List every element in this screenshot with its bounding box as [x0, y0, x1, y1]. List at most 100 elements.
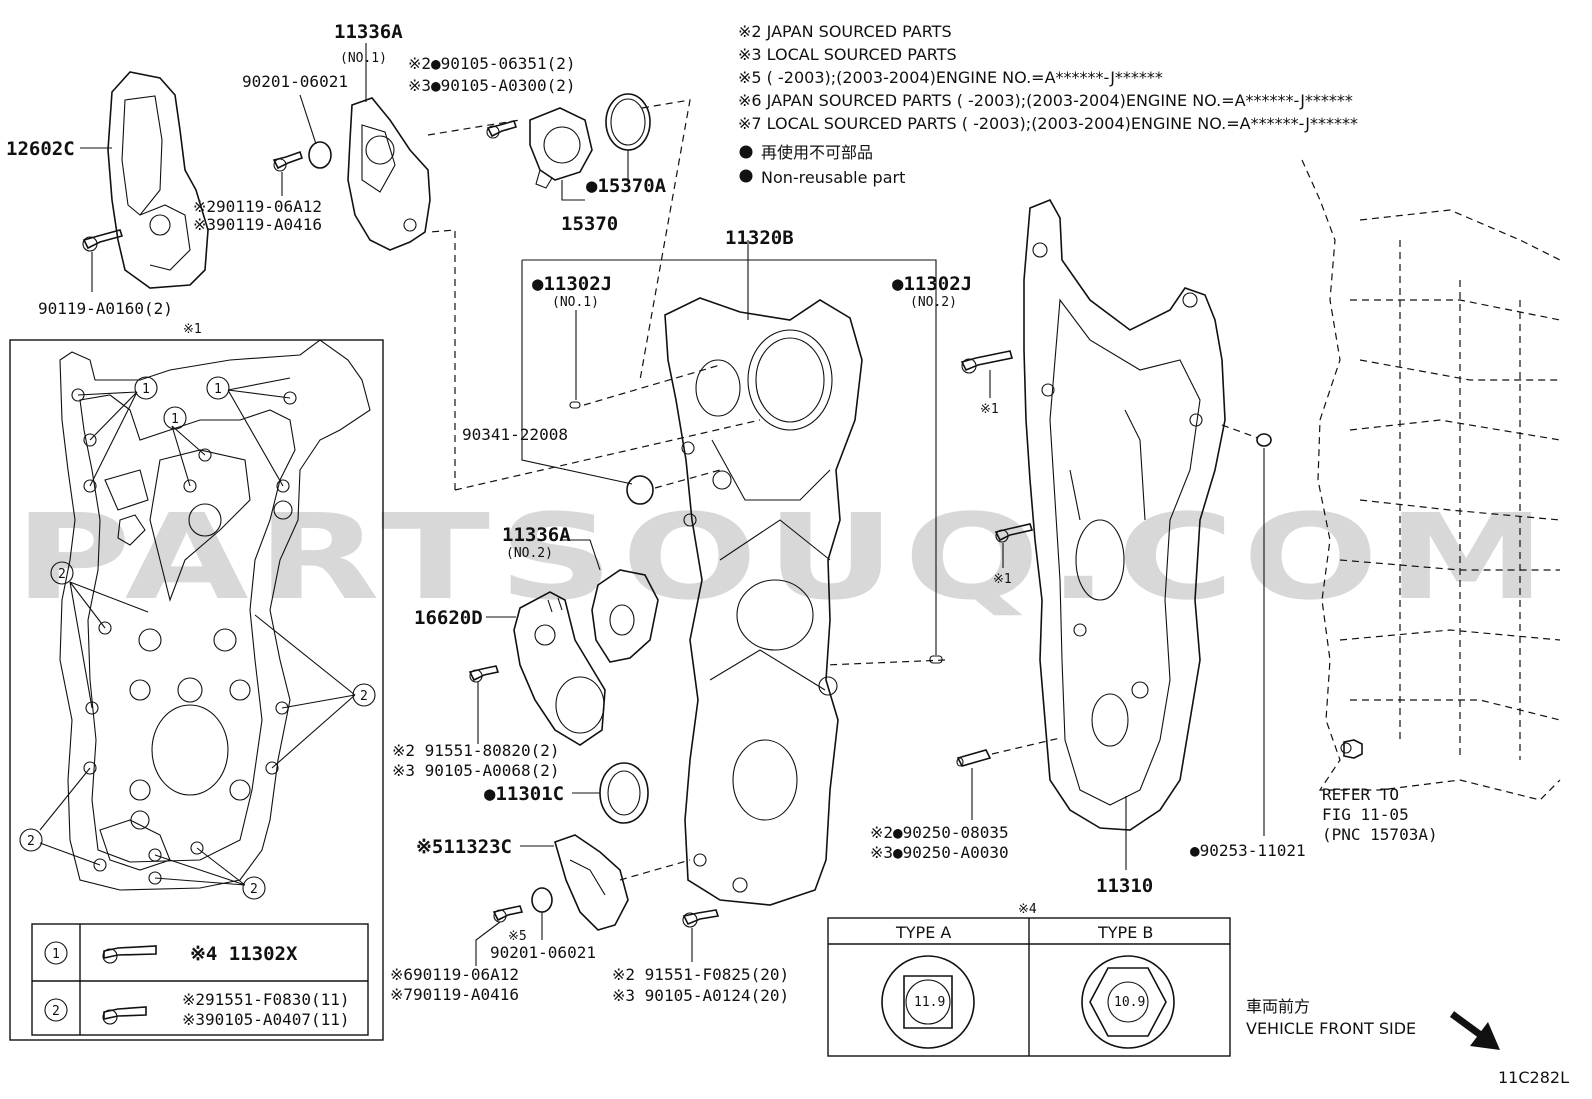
- gasket-bolt-map-box: [9, 339, 384, 1041]
- label-90119-a0416-top: ※390119-A0416: [193, 215, 322, 234]
- part-12602c-cover[interactable]: [107, 71, 209, 289]
- bolt-90119-06a12-top[interactable]: [272, 150, 304, 172]
- oil-seal-11301c[interactable]: [599, 762, 649, 824]
- type-b-label: TYPE B: [1097, 923, 1153, 942]
- legend-note-3: ※3 LOCAL SOURCED PARTS: [738, 45, 957, 64]
- label-11336a-no1: 11336A: [334, 21, 403, 43]
- gasket-bolt-holes: [71, 388, 297, 885]
- label-12602c: 12602C: [6, 138, 75, 160]
- bolt-table-row1-num: 1: [52, 947, 60, 962]
- bolt-table-row2-b: ※390105-A0407(11): [182, 1010, 350, 1029]
- label-no1: (NO.1): [340, 51, 387, 66]
- label-11323c: ※511323C: [416, 836, 512, 858]
- label-90201-06021-top: 90201-06021: [242, 72, 348, 91]
- label-90201-06021-bottom: 90201-06021: [490, 943, 596, 962]
- bolt-11302x-icon: [102, 945, 157, 964]
- dowel-11302j-no2[interactable]: [929, 655, 943, 664]
- label-11302j-no2-sub: (NO.2): [910, 295, 957, 310]
- label-11336a-no2: 11336A: [502, 524, 571, 546]
- label-11302j-no1-sub: (NO.1): [552, 295, 599, 310]
- refer-line1: REFER TO: [1322, 785, 1399, 804]
- type-a-value: 11.9: [914, 995, 945, 1010]
- label-90341-22008: 90341-22008: [462, 425, 568, 444]
- label-11302j-no1: ●11302J: [532, 273, 612, 295]
- nonreusable-dot-icon: [739, 169, 753, 183]
- type-box: TYPE A TYPE B 11.9 10.9: [827, 917, 1231, 1057]
- legend-note-7: ※7 LOCAL SOURCED PARTS ( -2003);(2003-20…: [738, 114, 1358, 133]
- bolt-90105-06351[interactable]: [486, 120, 518, 139]
- gasket-outline: [59, 339, 371, 891]
- label-16620d: 16620D: [414, 607, 483, 629]
- part-11336a-no1[interactable]: [347, 97, 431, 251]
- label-no2: (NO.2): [506, 546, 553, 561]
- part-15370[interactable]: [529, 107, 593, 189]
- pin-90250[interactable]: [956, 749, 992, 767]
- plug-90341-22008[interactable]: [626, 475, 654, 505]
- legend-note-2: ※2 JAPAN SOURCED PARTS: [738, 22, 952, 41]
- note-star1-b: ※1: [993, 572, 1012, 587]
- note-star1-top: ※1: [183, 322, 202, 337]
- bolt-91551-f0825[interactable]: [682, 909, 720, 928]
- engine-block-reference: [1301, 159, 1561, 801]
- gasket-callouts: 1 1 1 2 2 2 2: [19, 376, 376, 900]
- vehicle-front-arrow-icon: [1449, 1011, 1500, 1050]
- callout-1: 1: [171, 412, 179, 427]
- note-star4: ※4: [1018, 902, 1037, 917]
- plug-90201-06021[interactable]: [308, 141, 332, 169]
- label-15370a: ●15370A: [586, 175, 667, 197]
- bolt-90119-06a12-bottom[interactable]: [492, 905, 524, 923]
- nonreusable-dot-icon: [739, 145, 753, 159]
- type-a-label: TYPE A: [895, 923, 951, 942]
- note-star1-a: ※1: [980, 402, 999, 417]
- bolt-star1-upper[interactable]: [960, 350, 1014, 374]
- label-11301c: ●11301C: [484, 783, 564, 805]
- watermark: PARTSOUQ.COM: [14, 488, 1554, 626]
- label-90119-a0416-bottom: ※790119-A0416: [390, 985, 519, 1004]
- bolt-91551-f0830-icon: [102, 1006, 147, 1025]
- label-90119-a0160: 90119-A0160(2): [38, 299, 173, 318]
- front-label-en: VEHICLE FRONT SIDE: [1246, 1019, 1416, 1038]
- label-11302j-no2: ●11302J: [892, 273, 972, 295]
- bolt-table-row2-a: ※291551-F0830(11): [182, 990, 350, 1009]
- label-91551-80820: ※2 91551-80820(2): [392, 741, 560, 760]
- label-90250-a0030: ※3●90250-A0030: [870, 843, 1009, 862]
- part-11336a-no2[interactable]: [591, 569, 659, 663]
- callout-2: 2: [360, 689, 368, 704]
- plug-90253-11021[interactable]: [1256, 433, 1272, 447]
- figure-code: 11C282L: [1498, 1068, 1569, 1087]
- type-b-value: 10.9: [1114, 995, 1145, 1010]
- part-16620d-tensioner[interactable]: [513, 591, 606, 746]
- refer-line3: (PNC 15703A): [1322, 825, 1438, 844]
- note-star5: ※5: [508, 929, 527, 944]
- callout-2: 2: [250, 882, 258, 897]
- legend-note-5: ※5 ( -2003);(2003-2004)ENGINE NO.=A*****…: [738, 68, 1163, 87]
- bolt-90119-a0160[interactable]: [82, 229, 124, 252]
- bolt-star1-lower[interactable]: [994, 523, 1034, 543]
- bolt-table-row1-part: ※4 11302X: [190, 943, 298, 965]
- part-11323c-guide[interactable]: [554, 834, 629, 931]
- callout-1: 1: [214, 382, 222, 397]
- legend: ※2 JAPAN SOURCED PARTS ※3 LOCAL SOURCED …: [738, 22, 1358, 187]
- label-11310: 11310: [1096, 875, 1153, 897]
- part-11310-chain-cover[interactable]: [1023, 198, 1226, 831]
- label-90105-a0124: ※3 90105-A0124(20): [612, 986, 789, 1005]
- legend-nonreusable-en: Non-reusable part: [761, 168, 905, 187]
- callout-2: 2: [58, 567, 66, 582]
- label-bolt-top-b: ※3●90105-A0300(2): [408, 76, 576, 95]
- bolt-table: 1 2 ※4 11302X ※291551-F0830(11) ※390105-…: [31, 923, 369, 1036]
- label-91551-f0825: ※2 91551-F0825(20): [612, 965, 789, 984]
- type-b-plug-icon: [1081, 955, 1175, 1049]
- o-ring-15370a[interactable]: [605, 93, 651, 151]
- part-11320b-timing-cover[interactable]: [664, 297, 863, 906]
- label-90105-a0068: ※3 90105-A0068(2): [392, 761, 560, 780]
- type-a-plug-icon: [881, 955, 975, 1049]
- refer-line2: FIG 11-05: [1322, 805, 1409, 824]
- label-90250-08035: ※2●90250-08035: [870, 823, 1009, 842]
- callout-2: 2: [27, 834, 35, 849]
- plug-90201-06021-bottom[interactable]: [531, 887, 553, 913]
- bolt-91551-80820[interactable]: [468, 665, 500, 683]
- bolt-refer-15703a[interactable]: [1340, 739, 1363, 759]
- callout-1: 1: [142, 382, 150, 397]
- dowel-11302j-no1[interactable]: [569, 401, 581, 409]
